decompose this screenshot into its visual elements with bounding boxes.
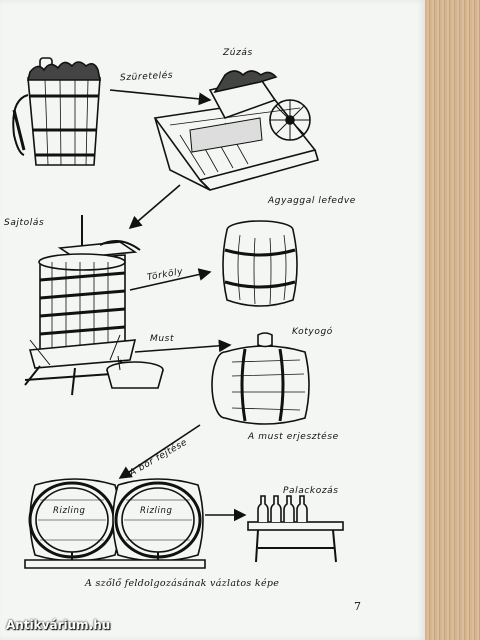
label-sajtolas: Sajtolás: [4, 218, 45, 228]
label-rizling-left: Rizling: [53, 506, 86, 516]
watermark: Antikvárium.hu: [6, 618, 111, 632]
figure-caption: A szőlő feldolgozásának vázlatos képe: [85, 578, 280, 589]
label-must: Must: [150, 334, 175, 344]
arrow-bor-fejtese: [118, 424, 201, 479]
fermenting-barrel-icon: [211, 332, 310, 425]
label-agyaggal-lefedve: Agyaggal lefedve: [268, 196, 356, 206]
wine-press-icon: [24, 215, 141, 396]
label-a-must-erjesztese: A must erjesztése: [248, 432, 339, 442]
label-kotyogo: Kotyogó: [292, 327, 333, 337]
bottling-table-icon: [247, 495, 344, 563]
label-palackozas: Palackozás: [283, 486, 339, 496]
crusher-tub-icon: [153, 70, 320, 191]
cask-pair-icon: [24, 478, 206, 569]
label-rizling-right: Rizling: [140, 506, 173, 516]
clay-covered-barrel-icon: [222, 220, 298, 307]
arrow-must: [134, 339, 232, 353]
arrow-torkoly: [129, 268, 212, 291]
arrow-szuretetes: [109, 89, 212, 106]
page-edge-stack: [425, 0, 480, 640]
page-number: 7: [354, 600, 361, 613]
arrow-to-press: [128, 184, 181, 230]
picking-basket-icon: [12, 57, 101, 166]
must-bucket-icon: [106, 355, 164, 389]
label-zuzas: Zúzás: [223, 48, 253, 58]
